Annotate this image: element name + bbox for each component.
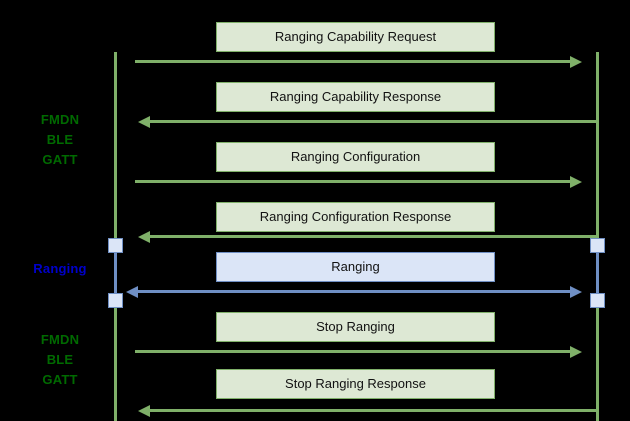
- message-box-stop-ranging-response: Stop Ranging Response: [216, 369, 495, 399]
- left-lifeline-upper: [114, 52, 117, 246]
- message-arrow-head-6: [570, 345, 582, 358]
- phase-label-ranging: Ranging: [33, 261, 87, 276]
- message-box-ranging-configuration-response: Ranging Configuration Response: [216, 202, 495, 232]
- message-arrow-line-6: [135, 350, 572, 353]
- message-arrow-line-1: [135, 60, 572, 63]
- message-box-ranging-configuration: Ranging Configuration: [216, 142, 495, 172]
- message-arrow-head-5-right: [570, 285, 582, 298]
- message-arrow-head-4: [138, 230, 150, 243]
- message-arrow-head-7: [138, 404, 150, 417]
- left-activation-start: [108, 238, 123, 253]
- message-arrow-line-3: [135, 180, 572, 183]
- right-lifeline-upper: [596, 52, 599, 246]
- message-arrow-head-5-left: [126, 285, 138, 298]
- message-box-ranging-capability-response: Ranging Capability Response: [216, 82, 495, 112]
- right-activation-start: [590, 238, 605, 253]
- message-arrow-head-3: [570, 175, 582, 188]
- message-arrow-line-7: [150, 409, 596, 412]
- message-arrow-head-2: [138, 115, 150, 128]
- message-arrow-line-5: [138, 290, 572, 293]
- left-lifeline-lower: [114, 299, 117, 421]
- message-box-ranging-capability-request: Ranging Capability Request: [216, 22, 495, 52]
- left-activation-end: [108, 293, 123, 308]
- right-lifeline-lower: [596, 299, 599, 421]
- message-arrow-line-2: [150, 120, 596, 123]
- right-lifeline-ranging-segment: [596, 245, 599, 301]
- right-activation-end: [590, 293, 605, 308]
- left-lifeline-ranging-segment: [114, 245, 117, 301]
- message-arrow-head-1: [570, 55, 582, 68]
- phase-label-fmdn-ble-gatt-bottom: FMDN BLE GATT: [40, 332, 80, 387]
- message-box-stop-ranging: Stop Ranging: [216, 312, 495, 342]
- message-arrow-line-4: [150, 235, 596, 238]
- phase-label-fmdn-ble-gatt-top: FMDN BLE GATT: [40, 112, 80, 167]
- message-box-ranging: Ranging: [216, 252, 495, 282]
